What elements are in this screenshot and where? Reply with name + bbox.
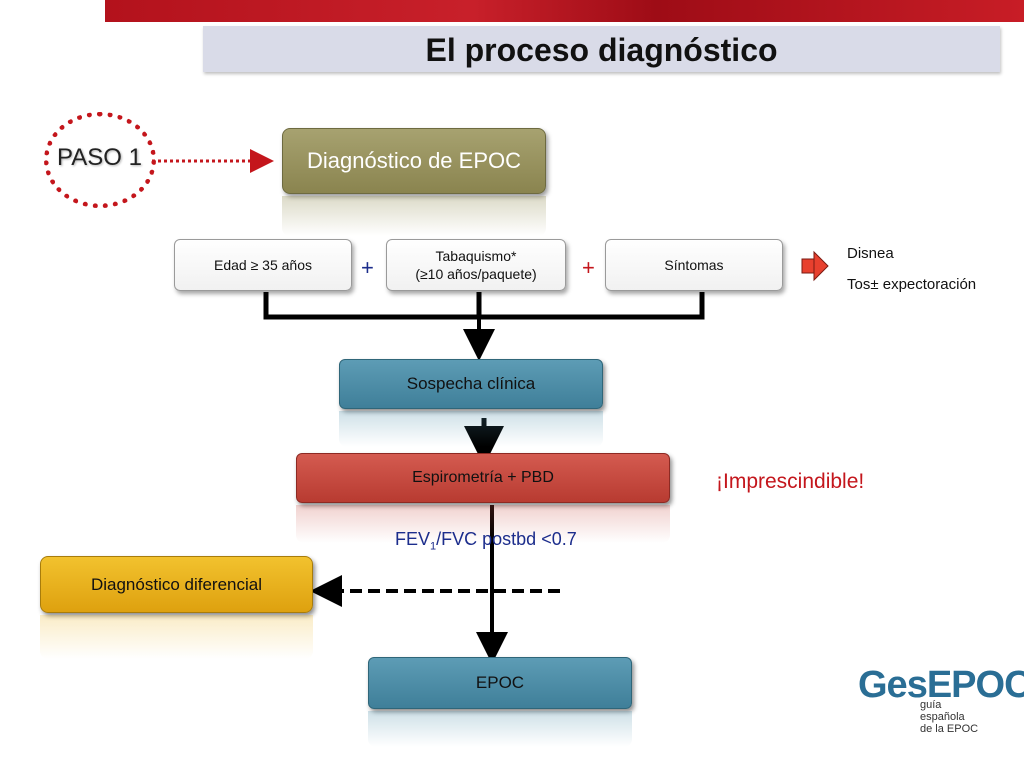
plus-sign: + xyxy=(361,255,374,280)
fev-criterion: FEV1/FVC postbd <0.7 xyxy=(395,529,577,553)
espirometria-label: Espirometría + PBD xyxy=(412,469,554,486)
diferencial-box: Diagnóstico diferencial xyxy=(40,556,313,613)
plus-sign: + xyxy=(582,255,595,280)
criterion-box-sintomas: Síntomas xyxy=(605,239,783,291)
epoc-box: EPOC xyxy=(368,657,632,709)
criterion-label: Edad ≥ 35 años xyxy=(214,257,312,273)
sospecha-box: Sospecha clínica xyxy=(339,359,603,409)
logo-wordmark: GesEPOC xyxy=(858,664,1024,706)
logo-subtitle: guía española de la EPOC xyxy=(920,699,979,735)
diferencial-label: Diagnóstico diferencial xyxy=(90,574,263,594)
title-bar xyxy=(203,26,1000,72)
sospecha-label: Sospecha clínica xyxy=(406,374,536,393)
top-decorative-band xyxy=(105,0,1024,22)
symptoms-arrow-icon xyxy=(813,250,829,282)
criterion-box-tabaquismo: Tabaquismo* (≥10 años/paquete) xyxy=(386,239,566,291)
criterion-label: Tabaquismo* (≥10 años/paquete) xyxy=(415,248,537,282)
paso-label: PASO 1 xyxy=(57,144,142,171)
criterion-label: Síntomas xyxy=(664,257,724,273)
imprescindible-note: ¡Imprescindible! xyxy=(716,470,865,493)
gesepoc-logo: GesEPOC guía española de la EPOC xyxy=(858,664,1024,744)
criteria-bracket xyxy=(263,292,705,320)
diagnostico-epoc-box: Diagnóstico de EPOC xyxy=(282,128,546,194)
espirometria-box: Espirometría + PBD xyxy=(296,453,670,503)
symptom-tos: Tos± expectoración xyxy=(847,276,977,293)
paso-highlight-circle xyxy=(44,112,156,208)
page-title: El proceso diagnóstico xyxy=(425,32,778,68)
symptom-disnea: Disnea xyxy=(847,245,894,262)
epoc-label: EPOC xyxy=(475,673,525,692)
diagnostico-epoc-label: Diagnóstico de EPOC xyxy=(307,148,521,173)
criterion-box-edad: Edad ≥ 35 años xyxy=(174,239,352,291)
